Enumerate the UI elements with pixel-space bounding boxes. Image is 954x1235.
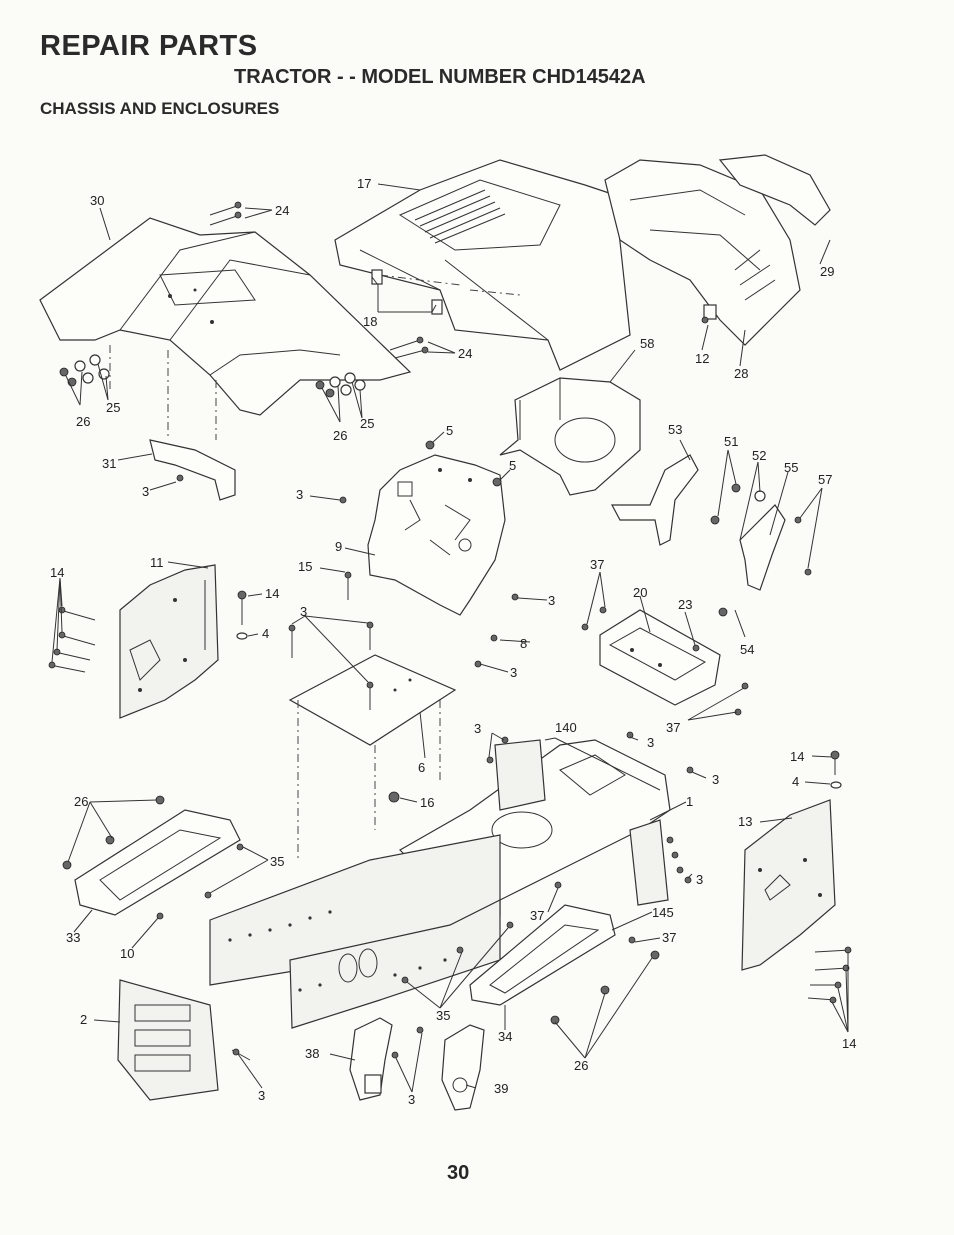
callout: 14 [265,586,279,601]
leader-lines [51,183,849,1093]
callout: 25 [106,400,120,415]
callout: 145 [652,905,674,920]
fender-part [39,217,412,440]
callout: 53 [668,422,682,437]
callout: 3 [142,484,149,499]
callout: 26 [76,414,90,429]
callout: 34 [498,1029,512,1044]
callout: 37 [666,720,680,735]
callout: 35 [270,854,284,869]
callout: 58 [640,336,654,351]
step-plate-part [599,609,721,706]
callout: 10 [120,946,134,961]
dash-panel-part [499,377,641,496]
callout: 5 [446,423,453,438]
bolt-hardware [209,201,242,226]
callout: 2 [80,1012,87,1027]
callout: 3 [510,665,517,680]
main-frame-part [209,739,671,1029]
callout: 3 [647,735,654,750]
lever-bracket-part [611,454,786,591]
callout: 8 [520,636,527,651]
callout: 28 [734,366,748,381]
callout: 57 [818,472,832,487]
callout: 14 [50,565,64,580]
callout: 11 [150,555,164,570]
dash-bracket-part [367,454,506,616]
callout: 140 [555,720,577,735]
callout: 3 [408,1092,415,1107]
callout: 37 [590,557,604,572]
page-title: REPAIR PARTS [40,30,258,62]
callout: 16 [420,795,434,810]
callout: 3 [296,487,303,502]
callout: 3 [300,604,307,619]
callout: 4 [792,774,799,789]
section-heading: CHASSIS AND ENCLOSURES [40,99,280,118]
grille-housing-part [604,154,831,346]
callout: 3 [474,721,481,736]
callout: 5 [509,458,516,473]
callout: 12 [695,351,709,366]
callout: 14 [842,1036,856,1051]
callout: 17 [357,176,371,191]
callout: 3 [696,872,703,887]
callout: 37 [530,908,544,923]
callout: 26 [74,794,88,809]
page-number: 30 [447,1162,470,1184]
callout: 24 [275,203,289,218]
callout: 25 [360,416,374,431]
side-plate-part [119,564,219,719]
callout: 51 [724,434,738,449]
footrest-part [74,809,616,1006]
callout: 29 [820,264,834,279]
callout: 3 [712,772,719,787]
front-plate-part [117,979,251,1101]
callout: 26 [574,1058,588,1073]
bracket-part [149,439,236,501]
callout: 24 [458,346,472,361]
hood-part [334,159,631,371]
callout: 3 [258,1088,265,1103]
bolt-hardware [48,571,352,673]
callout: 35 [436,1008,450,1023]
callout: 37 [662,930,676,945]
model-subtitle: TRACTOR - - MODEL NUMBER CHD14542A [234,66,646,88]
floor-plate-part [288,621,457,860]
callout: 14 [790,749,804,764]
callout: 18 [363,314,377,329]
callout: 54 [740,642,754,657]
callout: 30 [90,193,104,208]
callout: 52 [752,448,766,463]
lift-bracket-part [349,1017,485,1111]
callout-labels: 30 24 17 29 18 24 58 12 28 26 25 26 25 5… [50,176,856,1107]
callout: 9 [335,539,342,554]
bolt-hardware [389,336,429,359]
callout: 23 [678,597,692,612]
callout: 39 [494,1081,508,1096]
callout: 1 [686,794,693,809]
callout: 26 [333,428,347,443]
callout: 4 [262,626,269,641]
side-plate-part [741,799,836,971]
callout: 55 [784,460,798,475]
callout: 38 [305,1046,319,1061]
callout: 20 [633,585,647,600]
callout: 15 [298,559,312,574]
callout: 3 [548,593,555,608]
callout: 31 [102,456,116,471]
callout: 13 [738,814,752,829]
callout: 33 [66,930,80,945]
callout: 6 [418,760,425,775]
